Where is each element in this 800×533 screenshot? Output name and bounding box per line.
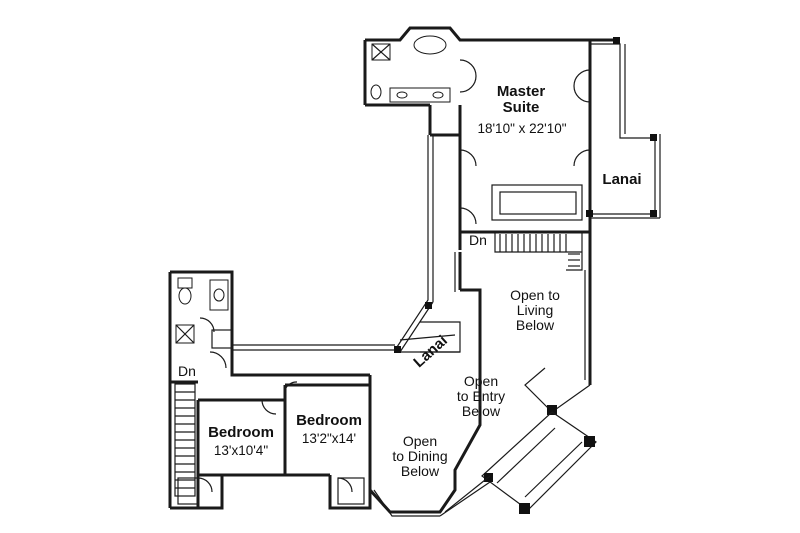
lanai-right-label: Lanai — [602, 171, 642, 188]
master-suite-walls — [363, 26, 615, 250]
left-stair — [174, 383, 196, 497]
left-wing-walls — [168, 270, 372, 510]
upper-stair-down-label: Dn — [469, 232, 487, 248]
lanai-right-outline — [586, 37, 661, 219]
master-bath-fixtures — [370, 35, 451, 103]
bedroom-left-size: 13'x10'4" — [213, 443, 269, 458]
dining-bay — [368, 385, 491, 517]
bedroom-right-name: Bedroom — [296, 412, 362, 429]
open-to-entry-line3: Below — [461, 403, 501, 420]
hallway-walls — [230, 344, 395, 400]
open-to-dining-line1: Open — [402, 433, 438, 449]
bedroom-left-name: Bedroom — [208, 424, 274, 441]
upper-stair — [494, 232, 583, 271]
open-to-living-label: Open to Living Below — [497, 287, 573, 334]
open-to-living-line3: Below — [515, 317, 555, 334]
left-stair-down-label: Dn — [178, 363, 196, 379]
master-suite-label: Master Suite — [489, 83, 553, 117]
open-to-entry-line2: to Entry — [456, 388, 506, 405]
open-to-dining-line3: Below — [400, 463, 440, 480]
master-closet — [491, 184, 583, 221]
open-to-living-line2: Living — [516, 302, 554, 319]
master-suite-size: 18'10" x 22'10" — [477, 121, 567, 136]
master-doors — [459, 59, 591, 225]
open-to-dining-line2: to Dining — [392, 448, 448, 465]
master-suite-name-line1: Master — [496, 83, 546, 100]
open-to-entry-line1: Open — [463, 373, 499, 389]
lanai-lower-outline — [481, 411, 597, 514]
open-to-entry-label: Open to Entry Below — [442, 373, 520, 420]
master-suite-name-line2: Suite — [502, 99, 540, 117]
bedroom-closets — [177, 381, 365, 505]
left-bath-fixtures — [175, 277, 233, 369]
open-area-walls — [394, 135, 592, 415]
open-to-living-line1: Open to — [510, 287, 560, 303]
open-to-dining-label: Open to Dining Below — [378, 433, 462, 480]
bedroom-right-size: 13'2"x14' — [301, 431, 357, 446]
